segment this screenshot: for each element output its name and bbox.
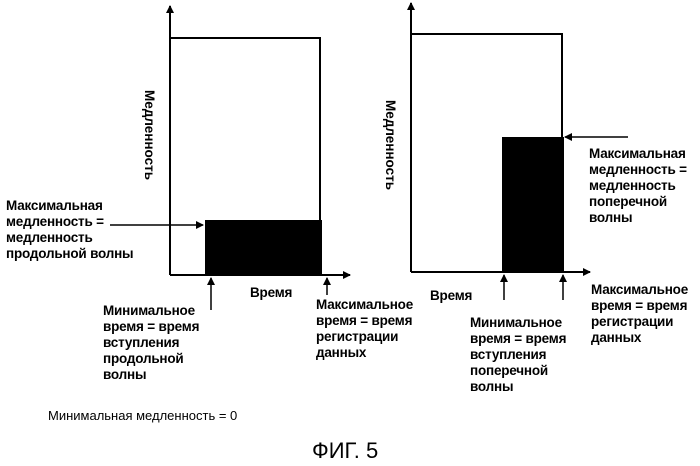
- right-max-time-label: Максимальное время = время регистрации д…: [591, 282, 689, 345]
- left-frame: [170, 37, 321, 275]
- left-y-axis-label: Медленность: [142, 90, 157, 181]
- left-x-axis-label: Время: [250, 285, 293, 300]
- left-region-p-wave: [205, 220, 322, 275]
- right-y-axis-label: Медленность: [383, 100, 398, 191]
- right-panel-graphics: [407, 2, 628, 300]
- figure-label: ФИГ. 5: [312, 438, 379, 463]
- right-region-s-wave: [502, 137, 564, 272]
- right-min-time-label: Минимальное время = время вступления поп…: [470, 315, 567, 394]
- left-max-time-label: Максимальное время = время регистрации д…: [316, 297, 414, 360]
- left-panel-graphics: [110, 5, 351, 310]
- right-x-axis-label: Время: [430, 288, 473, 303]
- left-min-time-label: Минимальное время = время вступления про…: [103, 303, 200, 382]
- left-max-slowness-label: Максимальная медленность = медленность п…: [6, 198, 134, 261]
- footnote-min-slowness: Минимальная медленность = 0: [48, 408, 238, 423]
- right-max-slowness-label: Максимальная медленность = медленность п…: [589, 146, 687, 225]
